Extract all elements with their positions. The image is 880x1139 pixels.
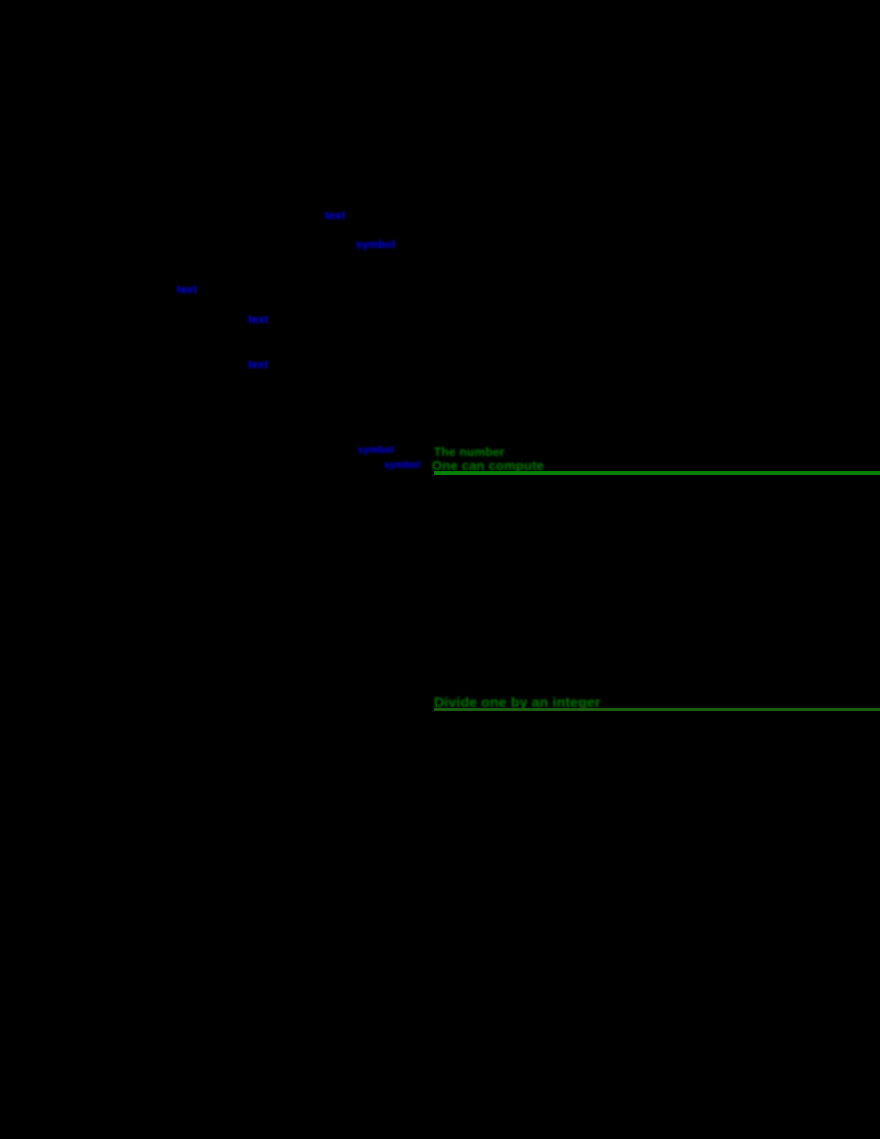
green-text-line: One can compute <box>432 458 545 473</box>
green-text-line: Divide one by an integer <box>434 694 601 710</box>
blue-annotation-label: text <box>248 314 269 326</box>
blue-annotation-label: text <box>248 359 269 371</box>
blue-annotation-label: symbol <box>358 445 395 456</box>
green-horizontal-rule <box>434 708 880 711</box>
green-text-line: The number <box>434 445 505 459</box>
green-horizontal-rule <box>434 471 880 475</box>
blue-annotation-label: symbol <box>356 239 396 251</box>
blue-annotation-label: text <box>177 284 198 296</box>
blue-annotation-label: symbol <box>384 460 421 471</box>
blue-annotation-label: text <box>325 210 346 222</box>
